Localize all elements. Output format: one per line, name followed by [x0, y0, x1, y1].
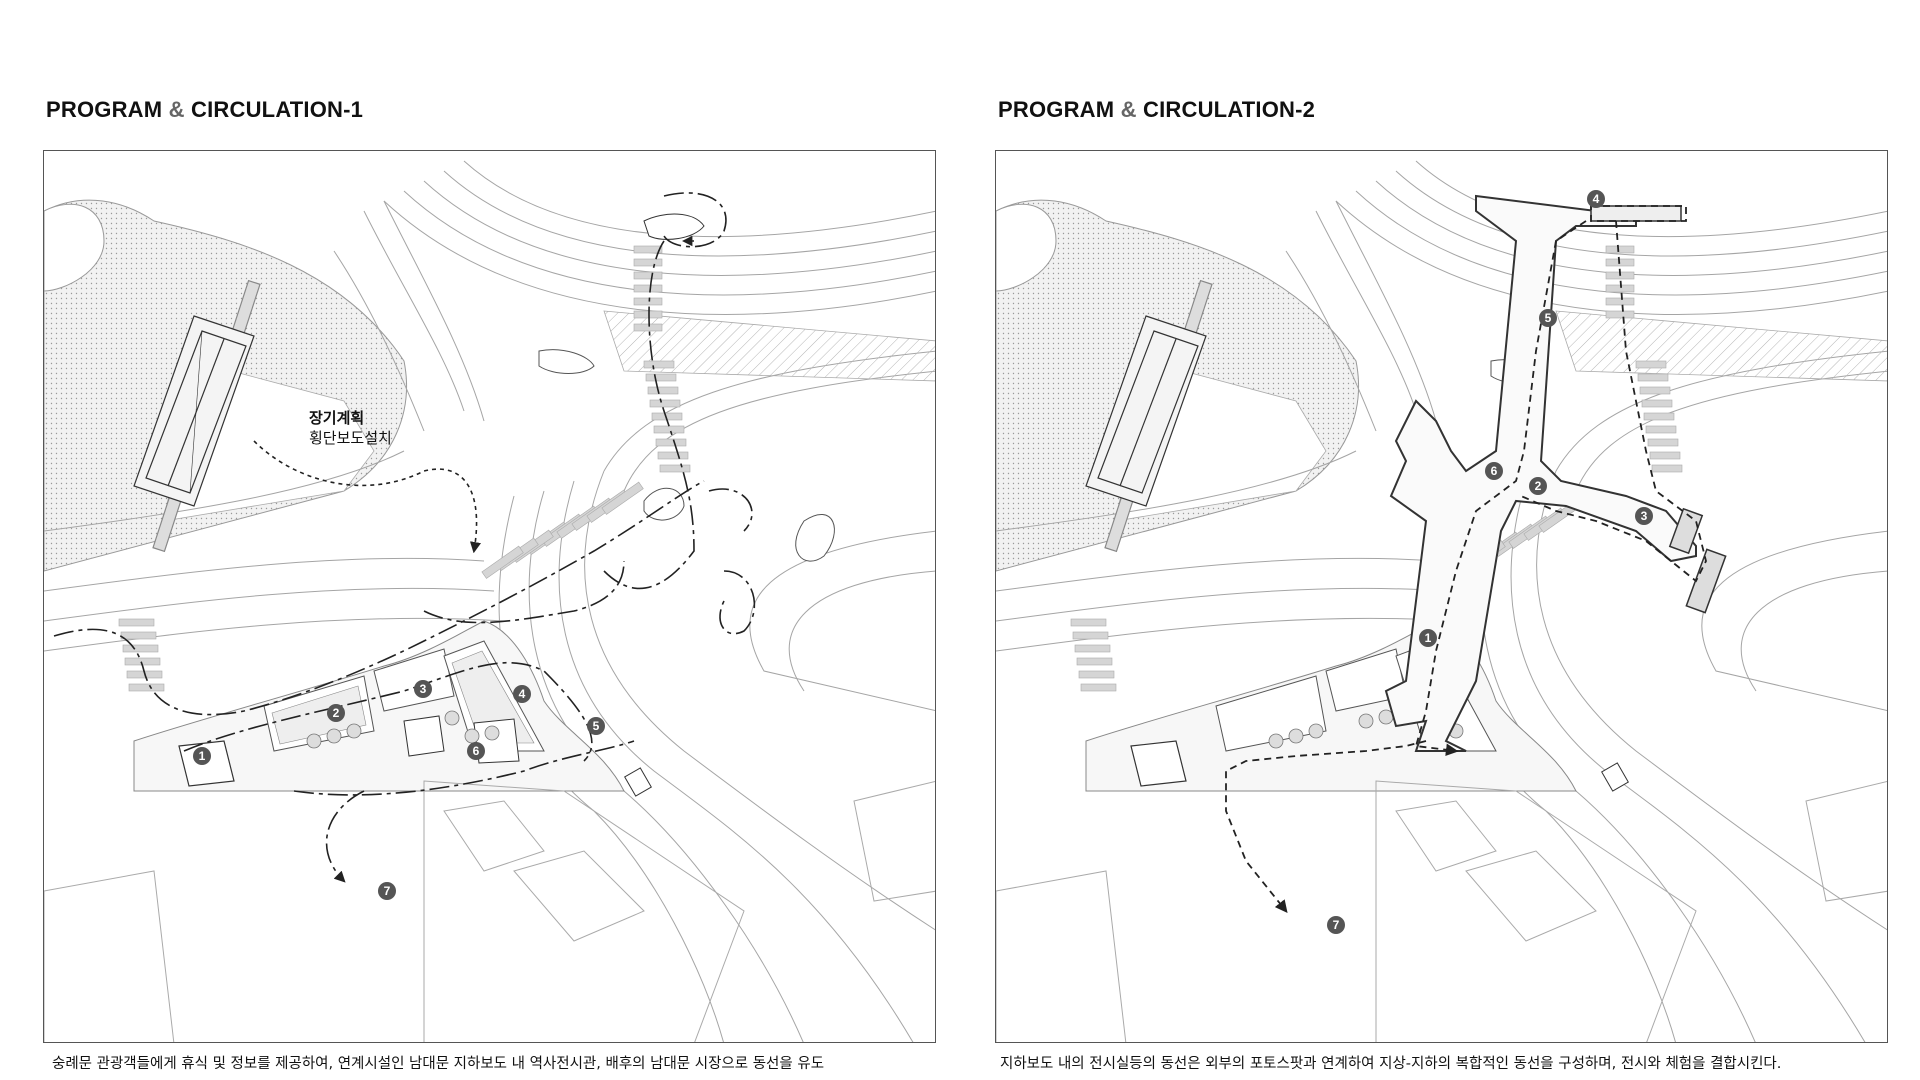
left-site-plan: 장기계획 횡단보도설치 1 2 3 4 5 6 7: [43, 150, 936, 1043]
crosswalk-east: [481, 481, 644, 579]
left-caption: 숭례문 관광객들에게 휴식 및 정보를 제공하여, 연계시설인 남대문 지하보도…: [52, 1056, 825, 1072]
marker-2: 2: [333, 706, 340, 720]
note-crosswalk-install: 횡단보도설치: [309, 429, 392, 447]
marker-4: 4: [1593, 192, 1600, 206]
crosswalk-west: [118, 618, 165, 692]
marker-1: 1: [1425, 631, 1432, 645]
gate-building: [133, 279, 261, 553]
right-caption: 지하보도 내의 전시실등의 동선은 외부의 포토스팟과 연계하여 지상-지하의 …: [1000, 1056, 1782, 1072]
marker-7: 7: [1333, 918, 1340, 932]
marker-1: 1: [199, 749, 206, 763]
marker-3: 3: [1641, 509, 1648, 523]
marker-6: 6: [473, 744, 480, 758]
marker-6: 6: [1491, 464, 1498, 478]
right-panel-title: PROGRAM & CIRCULATION-2: [998, 97, 1316, 122]
marker-4: 4: [519, 687, 526, 701]
marker-5: 5: [1545, 311, 1552, 325]
right-site-plan: 1 2 3 4 5 6 7: [995, 150, 1888, 1043]
marker-3: 3: [420, 682, 427, 696]
marker-7: 7: [384, 884, 391, 898]
left-panel-title: PROGRAM & CIRCULATION-1: [46, 97, 364, 122]
marker-5: 5: [593, 719, 600, 733]
crosswalk-north: [633, 245, 691, 473]
note-long-term-plan: 장기계획: [309, 409, 364, 427]
marker-2: 2: [1535, 479, 1542, 493]
